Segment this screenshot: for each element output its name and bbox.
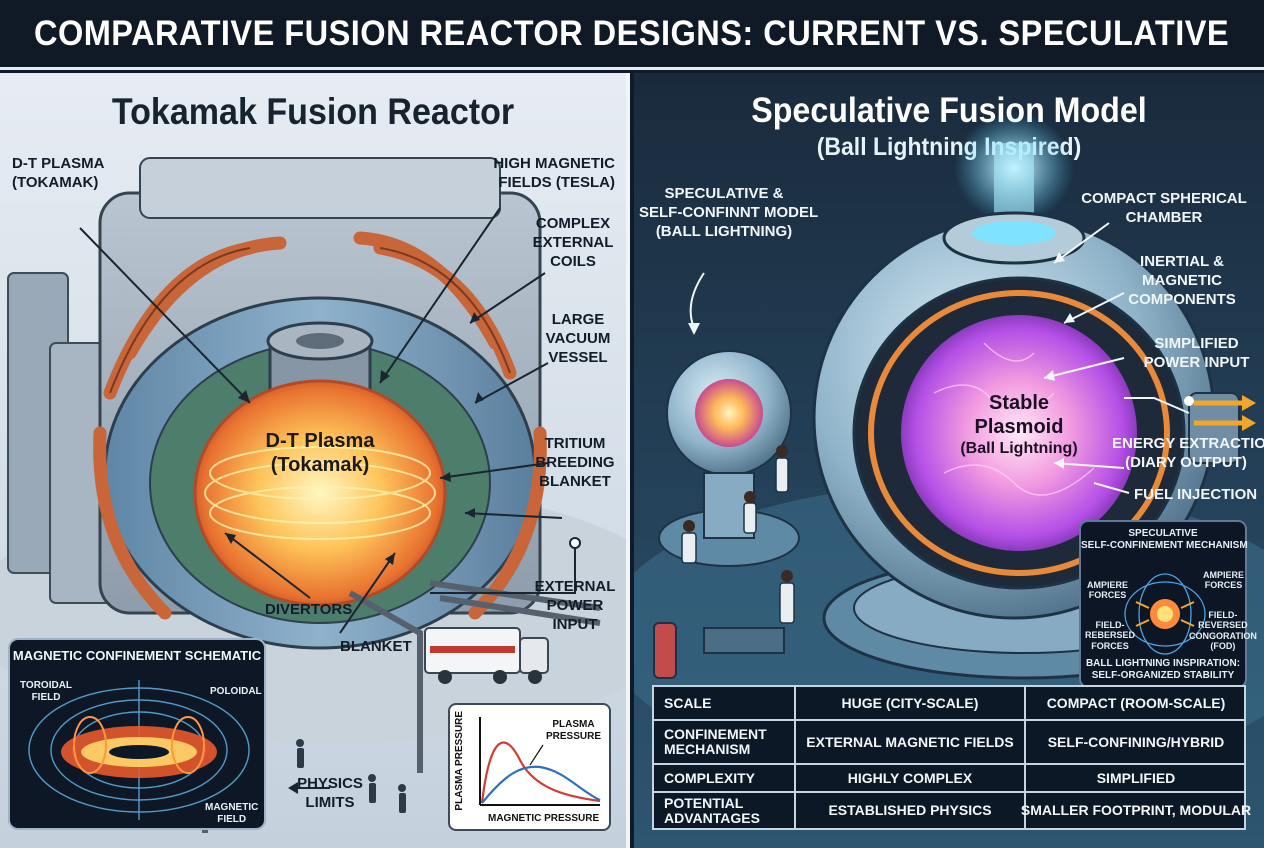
mechanism-diagram	[1124, 573, 1206, 655]
inertial-magnetic-label: Inertial & Magnetic Components	[1128, 253, 1236, 308]
comparison-table: Scale Huge (City-Scale) Compact (Room-Sc…	[652, 685, 1251, 830]
speculative-cell: Compact (Room-Scale)	[1024, 687, 1246, 719]
speculative-cell: Smaller Footprint, Modular	[1021, 793, 1251, 828]
row-label: Scale	[664, 694, 712, 711]
page-title: Comparative Fusion Reactor Designs: Curr…	[34, 13, 1230, 53]
physics-limits-label: Physics Limits	[297, 775, 363, 811]
pressure-graph	[479, 717, 601, 806]
field-rebersed-label: Field- Rebersed Forces	[1085, 620, 1136, 651]
tokamak-panel: Tokamak Fusion Reactor	[0, 73, 630, 848]
toroidal-field-label: Toroidal Field	[20, 680, 73, 703]
dt-plasma-callout: D-T Plasma (Tokamak)	[12, 155, 105, 191]
external-power-label: External Power Input	[534, 578, 616, 633]
poloidal-label: Poloidal	[210, 686, 262, 697]
speculative-panel: Speculative Fusion Model (Ball Lightning…	[634, 73, 1264, 848]
tokamak-title: Tokamak Fusion Reactor	[111, 91, 515, 132]
row-label: Complexity	[664, 769, 756, 786]
tokamak-cell: Highly Complex	[794, 765, 1024, 791]
complex-coils-label: Complex External Coils	[532, 215, 614, 270]
graph-y-label: Plasma Pressure	[454, 710, 466, 811]
simplified-power-label: Simplified Power Input	[1143, 335, 1250, 371]
field-reversed-label: Field- Reversed Congoration (FOD)	[1189, 610, 1257, 652]
mechanism-title: Speculative Self-Confinement Mechanism	[1081, 528, 1248, 551]
plasma-pressure-curve-label: Plasma Pressure	[546, 719, 602, 742]
high-magnetic-label: High Magnetic Fields (Tesla)	[493, 155, 615, 191]
pressure-graph-inset: Plasma Pressure Magnetic Pressure Plasma…	[448, 703, 611, 831]
row-label: Confinement Mechanism	[664, 726, 767, 757]
row-label: Potential Advantages	[664, 794, 760, 826]
table-row: Potential Advantages Established Physics…	[654, 791, 1251, 828]
tokamak-cell: Huge (City-Scale)	[794, 687, 1024, 719]
table-row: Confinement Mechanism External Magnetic …	[654, 719, 1244, 763]
banner: Comparative Fusion Reactor Designs: Curr…	[0, 0, 1264, 70]
speculative-title: Speculative Fusion Model	[751, 91, 1147, 130]
speculative-cell: Self-Confining/Hybrid	[1024, 721, 1246, 763]
ampiere-forces-right-label: Ampiere Forces	[1203, 570, 1245, 591]
vacuum-vessel-label: Large Vacuum Vessel	[545, 311, 611, 366]
energy-extraction-label: Energy Extraction (Diary Output)	[1112, 435, 1264, 471]
tritium-blanket-label: Tritium Breeding Blanket	[535, 435, 615, 490]
speculative-model-label: Speculative & Self-Confinnt Model (Ball …	[639, 185, 819, 240]
speculative-cell: Simplified	[1024, 765, 1246, 791]
magnetic-field-label: Magnetic Field	[205, 802, 259, 825]
tokamak-cell: Established Physics	[794, 793, 1024, 828]
schematic-title: Magnetic Confinement Schematic	[12, 648, 262, 663]
ampiere-forces-left-label: Ampiere Forces	[1087, 580, 1129, 601]
magnetic-schematic-inset: Magnetic Confinement Schematic Toroidal …	[8, 638, 266, 830]
table-row: Complexity Highly Complex Simplified	[654, 763, 1244, 791]
self-confinement-inset: Speculative Self-Confinement Mechanism A…	[1079, 520, 1257, 688]
divertors-label: Divertors	[265, 601, 353, 618]
fuel-injection-label: Fuel Injection	[1134, 486, 1258, 503]
tokamak-cell: External Magnetic Fields	[794, 721, 1024, 763]
tokamak-illustration	[0, 157, 626, 833]
table-row: Scale Huge (City-Scale) Compact (Room-Sc…	[654, 687, 1244, 719]
plasmoid-core-label: Stable Plasmoid (Ball Lightning)	[960, 392, 1078, 457]
plasma-core-label: D-T Plasma (Tokamak)	[265, 430, 375, 476]
blanket-label: Blanket	[340, 638, 412, 655]
schematic-diagram	[28, 680, 250, 820]
compact-chamber-label: Compact Spherical Chamber	[1081, 190, 1247, 226]
mechanism-footer: Ball Lightning Inspiration: Self-Organiz…	[1085, 658, 1241, 681]
graph-x-label: Magnetic Pressure	[488, 813, 600, 824]
